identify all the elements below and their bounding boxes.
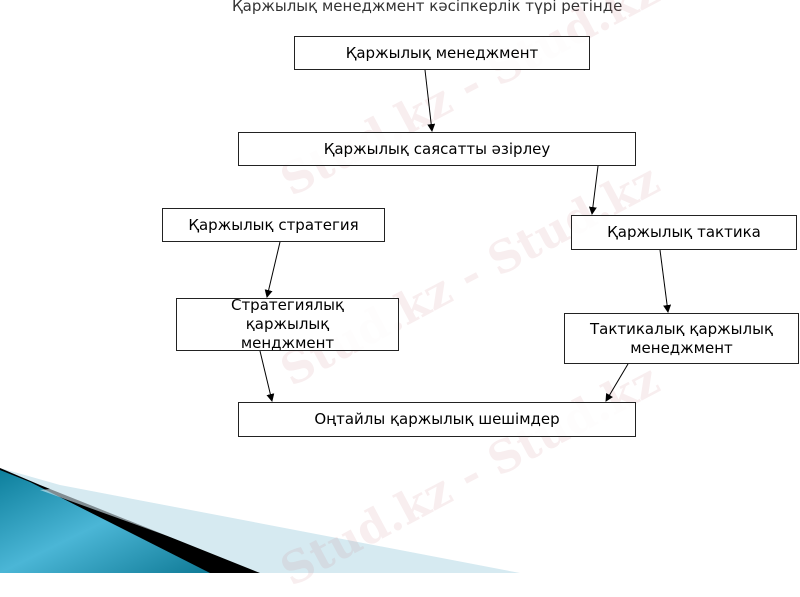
arrows <box>259 69 672 402</box>
page-title: Қаржылық менеджмент кәсіпкерлік түрі рет… <box>232 0 623 15</box>
node-financial-strategy: Қаржылық стратегия <box>162 208 385 242</box>
node-financial-tactics: Қаржылық тактика <box>571 215 797 250</box>
arrow <box>605 363 629 402</box>
arrow <box>259 350 275 402</box>
background-decoration <box>0 468 520 573</box>
arrow <box>264 241 281 298</box>
arrow <box>659 249 672 313</box>
node-financial-management: Қаржылық менеджмент <box>294 36 590 70</box>
node-policy-development: Қаржылық саясатты әзірлеу <box>238 132 636 166</box>
arrow <box>424 69 436 132</box>
node-tactical-management: Тактикалық қаржылық менеджмент <box>564 313 799 364</box>
arrow <box>588 165 599 215</box>
node-optimal-decisions: Оңтайлы қаржылық шешімдер <box>238 402 636 437</box>
light-band <box>40 488 290 573</box>
node-strategic-management: Стратегиялық қаржылық менджмент <box>176 296 399 352</box>
teal-swoosh <box>0 470 210 573</box>
